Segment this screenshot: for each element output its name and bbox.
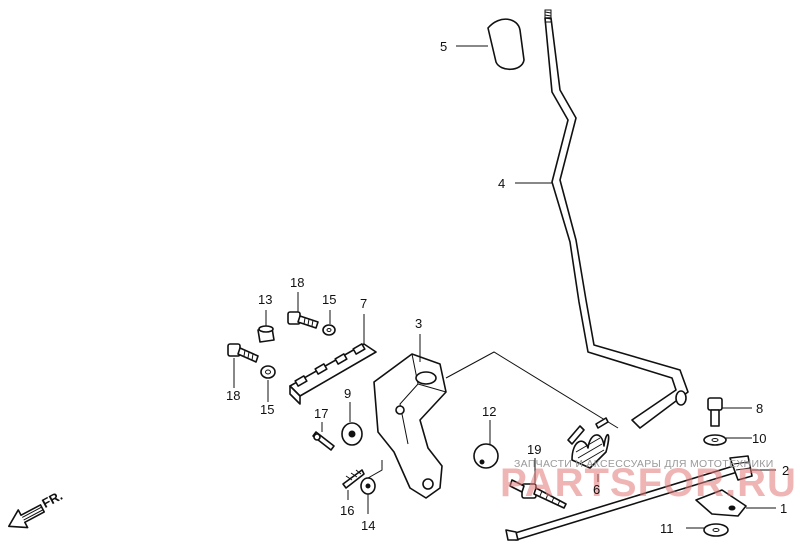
callout-14: 14	[361, 518, 375, 533]
callout-8: 8	[756, 401, 763, 416]
cotter-pin-16	[342, 469, 365, 489]
return-spring	[567, 417, 610, 469]
callout-17: 17	[314, 406, 328, 421]
rod-joint-2	[729, 455, 753, 481]
callout-18-upper: 18	[290, 275, 304, 290]
front-label: FR.	[39, 488, 65, 511]
watermark-logo: PARTSFOR.RU	[500, 461, 797, 505]
bolt-8	[707, 397, 723, 427]
callout-16: 16	[340, 503, 354, 518]
bolt-19	[509, 479, 567, 509]
callout-5: 5	[440, 39, 447, 54]
callout-2: 2	[782, 463, 789, 478]
callout-15-upper: 15	[322, 292, 336, 307]
washer-14	[360, 460, 383, 495]
callout-6: 6	[593, 482, 600, 497]
callout-19: 19	[527, 442, 541, 457]
rod-end-1	[695, 489, 747, 517]
lever-knob	[487, 18, 525, 71]
leader-lines	[233, 45, 776, 529]
watermark-text: ЗАПЧАСТИ И АКСЕССУАРЫ ДЛЯ МОТОТЕХНИКИ	[514, 458, 774, 470]
lever-bracket	[373, 351, 619, 499]
callout-3: 3	[415, 316, 422, 331]
washer-12	[473, 443, 499, 469]
callout-12: 12	[482, 404, 496, 419]
watermark: PARTSFOR.RU ЗАПЧАСТИ И АКСЕССУАРЫ ДЛЯ МО…	[500, 458, 797, 505]
callout-11: 11	[660, 521, 674, 536]
callout-1: 1	[780, 501, 787, 516]
washer-9	[341, 422, 363, 446]
callout-7: 7	[360, 296, 367, 311]
callout-10: 10	[752, 431, 766, 446]
shift-lever-rod	[544, 9, 689, 429]
callout-13: 13	[258, 292, 272, 307]
callout-18-lower: 18	[226, 388, 240, 403]
callout-4: 4	[498, 176, 505, 191]
hardware-upper	[227, 311, 336, 379]
callout-9: 9	[344, 386, 351, 401]
callout-15-lower: 15	[260, 402, 274, 417]
washer-11	[703, 523, 729, 537]
mounting-plate	[289, 343, 377, 405]
front-arrow-icon	[8, 504, 46, 529]
front-direction-indicator: FR.	[8, 488, 65, 529]
washer-10	[703, 434, 727, 446]
clevis-pin-17	[312, 431, 335, 451]
callout-labels: 5 4 18 13 15 7 3 18 15 9 17 12 19 6 8 10…	[226, 39, 789, 536]
